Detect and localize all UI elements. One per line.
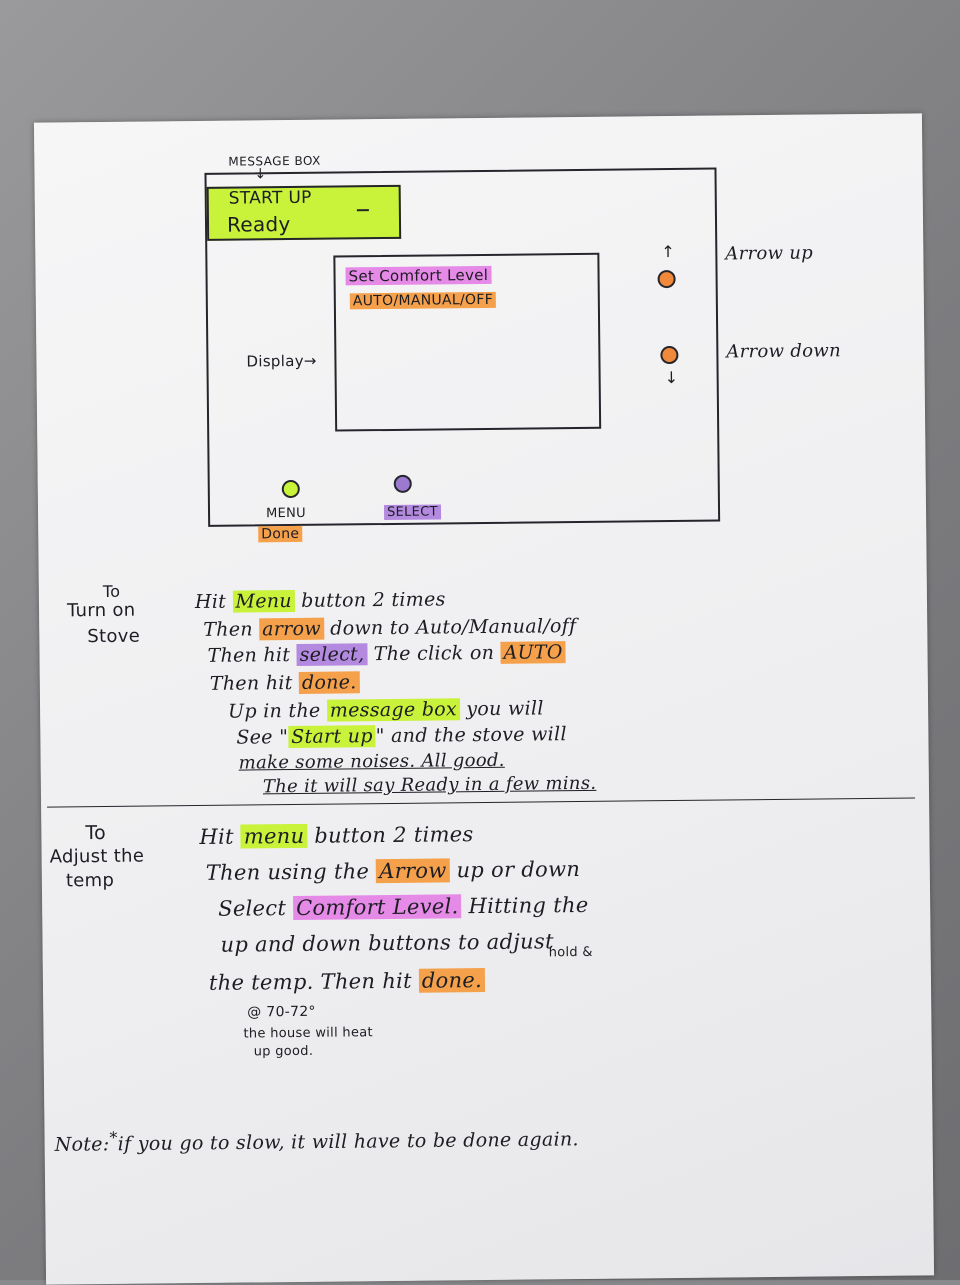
message-box-line1: START UP xyxy=(228,187,312,209)
adjust-note-line2: the house will heat xyxy=(243,1025,373,1042)
display-label: Display→ xyxy=(246,351,317,371)
note-star: * xyxy=(109,1127,118,1147)
adjust-step5: the temp. Then hit done. xyxy=(208,968,486,995)
arrow-down-label: Arrow down xyxy=(726,340,842,363)
turn-on-step2-arrow: arrow xyxy=(259,617,325,641)
turn-on-step4-done: done. xyxy=(298,671,360,694)
turn-on-step4: Then hit done. xyxy=(210,671,360,695)
turn-on-step1: Hit Menu button 2 times xyxy=(195,588,446,613)
arrow-up-icon: ↑ xyxy=(661,241,676,262)
turn-on-step6-start: Start up xyxy=(288,725,376,749)
section-divider xyxy=(47,797,916,808)
adjust-step4-insert: hold & xyxy=(548,944,593,961)
turn-on-heading-line2: Turn on xyxy=(66,599,136,622)
turn-on-step5-post: you will xyxy=(459,697,544,721)
turn-on-step1-pre: Hit xyxy=(194,590,233,614)
message-box-label: MESSAGE BOX xyxy=(228,153,321,169)
turn-on-step5: Up in the message box you will xyxy=(228,697,544,722)
turn-on-step3-auto: AUTO xyxy=(500,641,566,664)
adjust-note-temp: @ 70-72° xyxy=(247,1003,316,1021)
done-label: Done xyxy=(258,525,303,543)
adjust-heading-line2: Adjust the xyxy=(49,845,145,868)
turn-on-step3-pre: Then hit xyxy=(207,643,297,667)
turn-on-step5-pre: Up in the xyxy=(228,699,327,723)
paper-sheet: MESSAGE BOX ↓ START UP Ready Display→ Se… xyxy=(33,113,935,1285)
turn-on-step2: Then arrow down to Auto/Manual/off xyxy=(203,615,576,641)
adjust-step2: Then using the Arrow up or down xyxy=(206,857,581,885)
menu-button[interactable] xyxy=(281,479,300,499)
turn-on-step8: The it will say Ready in a few mins. xyxy=(262,772,597,798)
arrow-down-icon: ↓ xyxy=(664,367,679,388)
display-line2: AUTO/MANUAL/OFF xyxy=(349,291,497,310)
turn-on-step7: make some noises. All good. xyxy=(238,749,505,774)
note-text: if you go to slow, it will have to be do… xyxy=(117,1128,579,1156)
select-button[interactable] xyxy=(393,474,412,493)
turn-on-heading-line1: To xyxy=(102,581,121,601)
cursor-dash xyxy=(356,209,369,212)
note-line: Note:*if you go to slow, it will have to… xyxy=(54,1123,579,1156)
turn-on-step6-post: " and the stove will xyxy=(375,723,567,748)
adjust-step1: Hit menu button 2 times xyxy=(199,822,473,849)
arrow-up-label: Arrow up xyxy=(725,242,814,265)
menu-label: MENU xyxy=(265,505,306,522)
turn-on-step2-post: down to Auto/Manual/off xyxy=(323,615,577,640)
turn-on-heading-line3: Stove xyxy=(87,625,141,648)
turn-on-step3: Then hit select, The click on AUTO xyxy=(207,641,566,667)
adjust-step5-pre: the temp. Then hit xyxy=(208,968,419,995)
turn-on-step2-pre: Then xyxy=(203,618,260,641)
adjust-heading-line3: temp xyxy=(65,869,115,892)
adjust-step3-post: Hitting the xyxy=(461,892,589,919)
adjust-step2-arrow: Arrow xyxy=(376,858,450,884)
turn-on-step6-pre: See " xyxy=(236,726,289,749)
adjust-step3-pre: Select xyxy=(218,896,294,921)
adjust-step1-menu: menu xyxy=(240,823,308,849)
adjust-step5-done: done. xyxy=(418,968,486,993)
turn-on-step4-pre: Then hit xyxy=(209,671,300,695)
adjust-step1-pre: Hit xyxy=(199,824,241,849)
turn-on-step3-select: select, xyxy=(296,643,368,666)
select-label: SELECT xyxy=(383,504,441,521)
adjust-step3: Select Comfort Level. Hitting the xyxy=(218,893,589,921)
turn-on-step1-menu: Menu xyxy=(232,589,295,613)
message-box-line2: Ready xyxy=(226,211,291,237)
turn-on-step6: See "Start up" and the stove will xyxy=(236,723,567,748)
arrow-up-button[interactable] xyxy=(657,269,676,289)
adjust-note-line3: up good. xyxy=(253,1043,314,1060)
adjust-step3-comfort: Comfort Level. xyxy=(292,894,462,921)
display-line1: Set Comfort Level xyxy=(345,265,492,286)
turn-on-step5-box: message box xyxy=(326,698,461,722)
adjust-step2-pre: Then using the xyxy=(205,859,377,885)
turn-on-step3-mid: The click on xyxy=(367,641,501,666)
adjust-step1-post: button 2 times xyxy=(307,822,474,848)
note-label: Note: xyxy=(54,1133,110,1156)
turn-on-step1-post: button 2 times xyxy=(294,588,446,612)
adjust-step4: up and down buttons to adjust xyxy=(220,929,554,957)
adjust-heading-line1: To xyxy=(85,821,107,845)
arrow-down-button[interactable] xyxy=(660,345,679,365)
adjust-step2-post: up or down xyxy=(449,857,581,883)
